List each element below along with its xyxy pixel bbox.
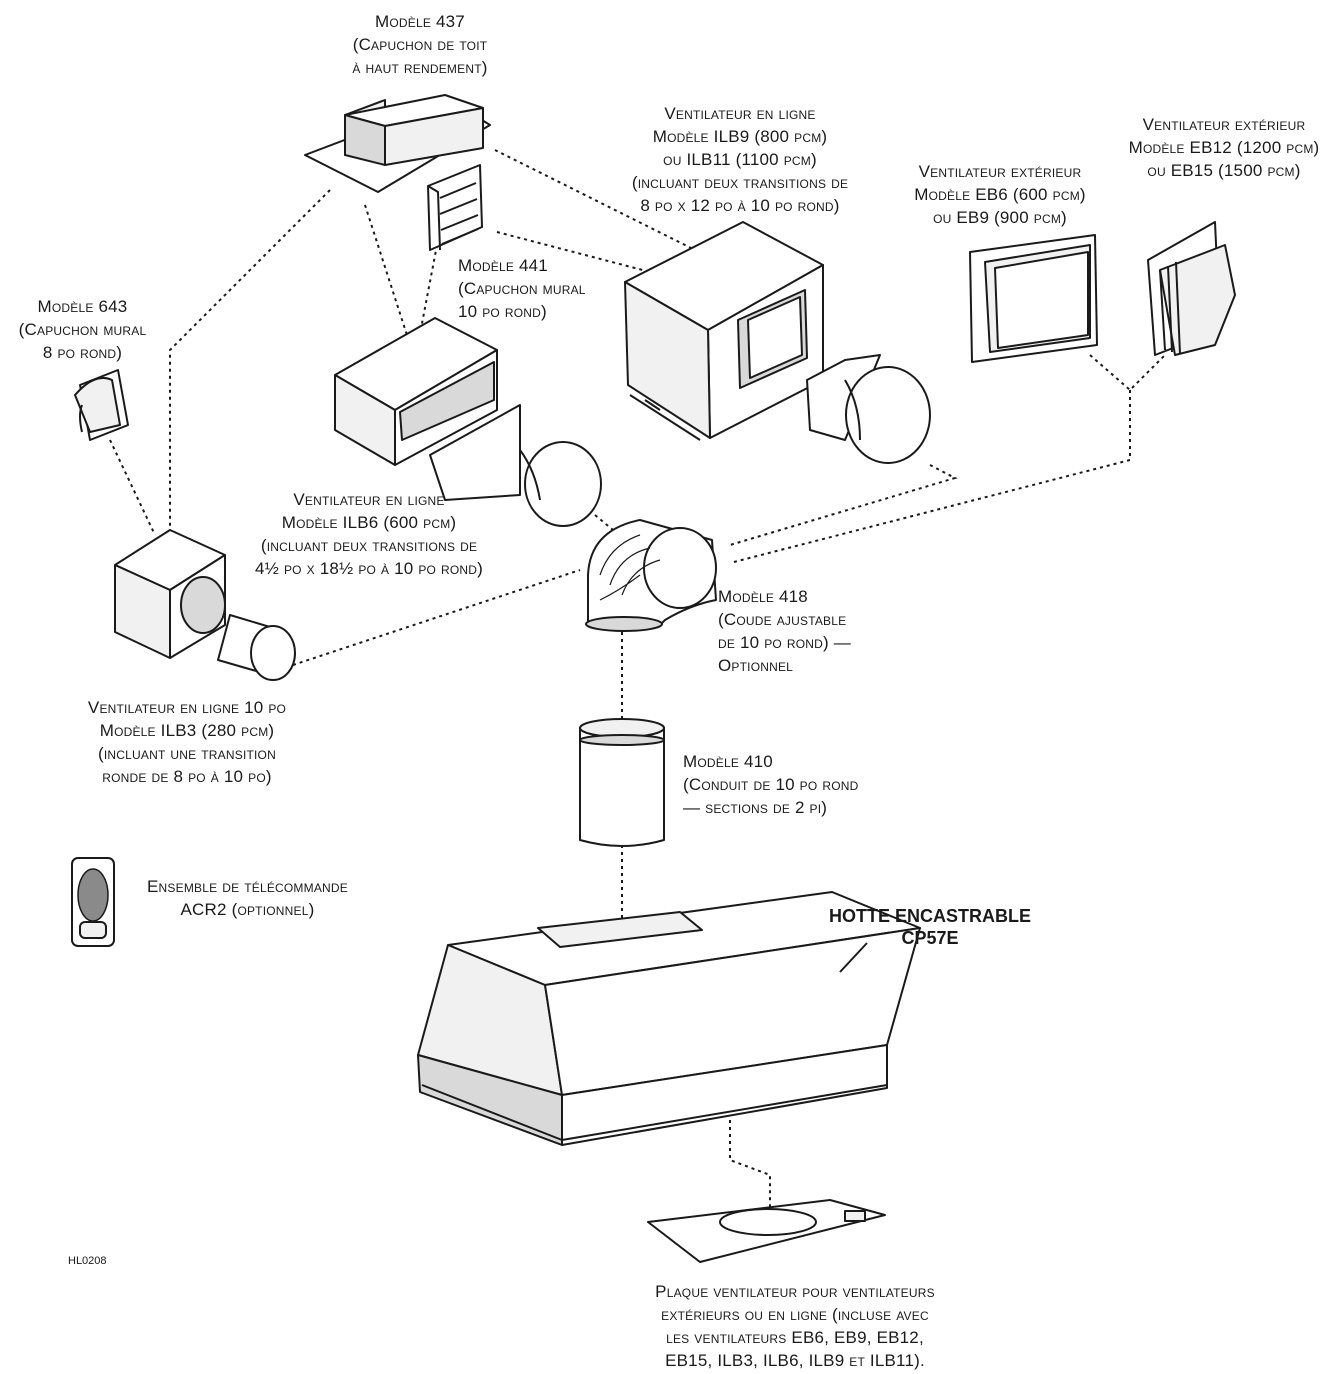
- label-exterior-fan-eb12: Ventilateur extérieur Modèle EB12 (1200 …: [1128, 115, 1320, 180]
- duct-410: [579, 718, 665, 847]
- label-inline-fan-ilb3: Ventilateur en ligne 10 po Modèle ILB3 (…: [87, 698, 287, 786]
- label-model-437: Modèle 437 (Capuchon de toit à haut rend…: [352, 12, 488, 77]
- label-fan-plate: Plaque ventilateur pour ventilateurs ext…: [655, 1282, 935, 1370]
- label-inline-fan-ilb6: Ventilateur en ligne Modèle ILB6 (600 pc…: [254, 490, 484, 578]
- wall-cap-643: [74, 369, 129, 441]
- wall-cap-441: [427, 164, 483, 251]
- range-hood-cp57e: [417, 891, 921, 1146]
- label-duct-410: Modèle 410 (Conduit de 10 po rond — sect…: [683, 752, 859, 817]
- elbow-418: [585, 519, 717, 632]
- hood-title: HOTTE ENCASTRABLE CP57E: [829, 906, 1031, 948]
- fan-plate: [647, 1199, 886, 1263]
- label-model-441: Modèle 441 (Capuchon mural 10 po rond): [458, 256, 586, 321]
- inline-fan-ilb9: [624, 221, 931, 464]
- label-inline-fan-ilb9: Ventilateur en ligne Modèle ILB9 (800 pc…: [631, 104, 849, 215]
- label-model-643: Modèle 643 (Capuchon mural 8 po rond): [18, 297, 147, 362]
- label-elbow-418: Modèle 418 (Coude ajustable de 10 po ron…: [718, 587, 852, 675]
- label-remote-acr2: Ensemble de télécommande ACR2 (optionnel…: [147, 877, 348, 919]
- inline-fan-ilb3: [114, 529, 296, 681]
- roof-cap-437: [304, 94, 491, 193]
- drawing-code: HL0208: [68, 1255, 107, 1267]
- inline-fan-ilb6: [334, 317, 602, 527]
- exterior-fan-eb6: [969, 234, 1098, 363]
- remote-acr2: [71, 857, 115, 947]
- label-exterior-fan-eb6: Ventilateur extérieur Modèle EB6 (600 pc…: [914, 162, 1086, 227]
- exterior-fan-eb12: [1147, 221, 1236, 356]
